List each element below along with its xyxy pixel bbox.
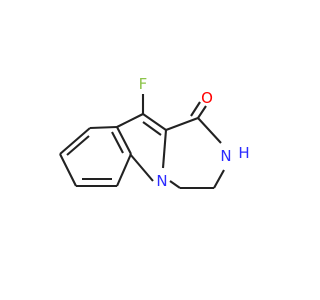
- bond-benzene-4: [116, 153, 132, 187]
- bond-lactam-5: [169, 180, 181, 189]
- bond-benzene-5-inner: [111, 131, 124, 154]
- bond-indole-2-inner: [142, 121, 162, 136]
- bond-indole-1: [116, 113, 144, 128]
- bond-benzene-1-inner: [66, 135, 90, 156]
- bond-carbonyl-outer: [197, 105, 207, 119]
- bond-lactam-2: [197, 117, 222, 144]
- oxygen-label: O: [201, 89, 213, 107]
- bond-benzene-1: [59, 127, 91, 155]
- bond-indole-4: [129, 153, 154, 182]
- amide-nitrogen-label: N: [220, 147, 231, 165]
- bond-indole-2: [142, 113, 167, 131]
- indole-nitrogen-label: N: [156, 172, 167, 190]
- bond-indole-3: [161, 129, 168, 169]
- bond-benzene-5: [116, 126, 132, 155]
- bond-carbonyl-inner: [190, 101, 201, 117]
- bond-lactam-3: [213, 169, 225, 189]
- bond-benzene-2: [59, 153, 77, 187]
- fluorine-label: F: [139, 75, 148, 93]
- molecule-structure: F O N H N: [59, 75, 250, 190]
- bond-benzene-6: [89, 125, 118, 130]
- bond-lactam-1: [165, 117, 199, 131]
- amide-hydrogen-label: H: [238, 144, 249, 162]
